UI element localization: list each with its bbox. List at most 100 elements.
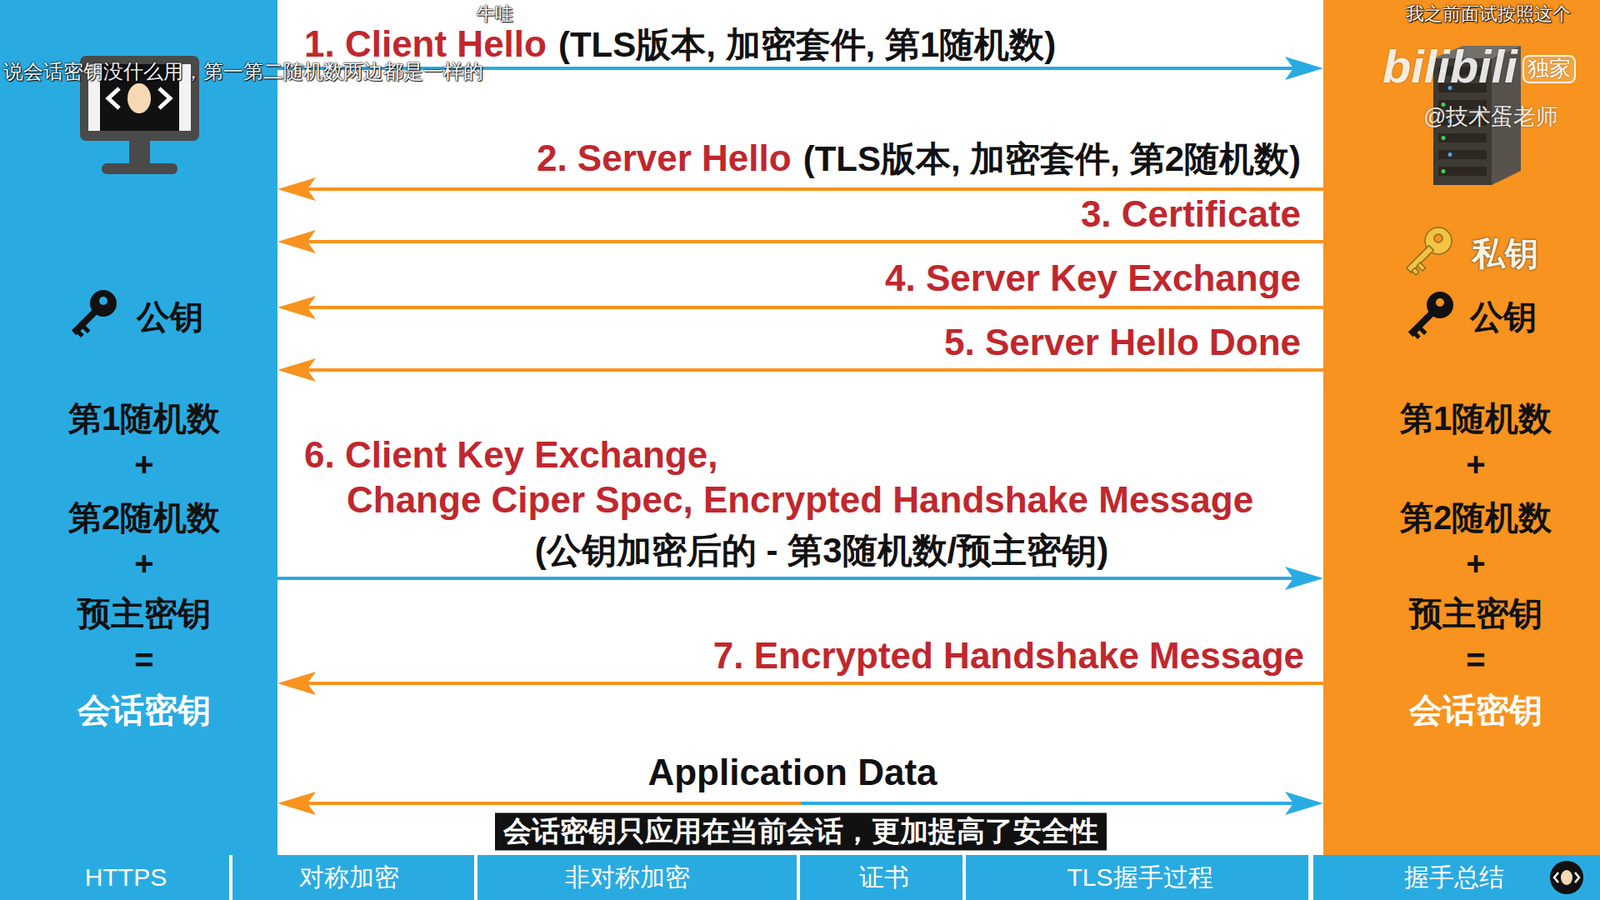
- panel-text: 预主密钥: [77, 594, 211, 633]
- panel-text-slot: 第1随机数: [1400, 399, 1552, 438]
- panel-text-slot: 公钥: [1470, 297, 1537, 336]
- nav-separator: [1308, 855, 1314, 900]
- label-slot: TLS握手过程: [1066, 863, 1213, 893]
- operator-sign: +: [134, 445, 154, 484]
- message-name: Change Ciper Spec, Encrypted Handshake M…: [346, 479, 1254, 522]
- chevron: [1554, 872, 1559, 883]
- panel-text: 第1随机数: [68, 399, 220, 438]
- nav-separator: [962, 855, 966, 900]
- arrow-label-row: 2. Server Hello (TLS版本, 加密套件, 第2随机数): [536, 137, 1301, 180]
- label-slot: @技术蛋老师: [1423, 104, 1559, 130]
- arrow-label-row: 7. Encrypted Handshake Message: [713, 635, 1305, 678]
- monitor-stand: [129, 140, 150, 165]
- operator-sign: =: [1465, 640, 1485, 680]
- chevron: [108, 88, 120, 109]
- server-slot: [1438, 133, 1487, 143]
- panel-text-slot: 预主密钥: [77, 594, 211, 633]
- panel-text-slot: 第2随机数: [68, 498, 220, 537]
- panel-text-slot: 私钥: [1471, 234, 1539, 273]
- panel-text-slot: 第1随机数: [68, 399, 220, 438]
- operator-sign: +: [1465, 544, 1485, 583]
- danmaku-comment: 牛哇: [476, 3, 514, 25]
- arrow-label-row: 4. Server Key Exchange: [885, 257, 1301, 300]
- panel-text: 预主密钥: [1409, 594, 1543, 633]
- panel-text: 私钥: [1471, 234, 1539, 273]
- panel-text-slot: 预主密钥: [1409, 594, 1543, 633]
- server-slot: [1438, 166, 1487, 176]
- arrow-head: [277, 358, 316, 382]
- egg-logo: [1550, 860, 1584, 895]
- arrow-label: 2. Server Hello: [536, 137, 792, 180]
- panel-text-slot: +: [134, 544, 154, 583]
- led: [1441, 169, 1446, 174]
- label-slot: (公钥加密后的 - 第3随机数/预主密钥): [535, 530, 1109, 571]
- panel-text: 公钥: [1470, 297, 1537, 336]
- arrow-line: [307, 681, 1324, 685]
- arrow-label-row: Application Data: [647, 751, 937, 795]
- egg-face: [127, 83, 151, 114]
- nav-background: [0, 855, 1600, 900]
- arrow-label-row: 3. Certificate: [1080, 193, 1301, 236]
- panel-text-slot: 公钥: [136, 297, 204, 336]
- panel-text: 公钥: [136, 297, 204, 336]
- message-detail: (TLS版本, 加密套件, 第2随机数): [803, 139, 1301, 180]
- arrow-head: [1285, 791, 1324, 815]
- arrow-line: [307, 368, 1324, 372]
- panel-text-slot: 第2随机数: [1400, 498, 1552, 537]
- label-slot: bilibili: [1382, 40, 1518, 94]
- chevron: [1575, 872, 1580, 883]
- arrow-label-row: 5. Server Hello Done: [944, 321, 1301, 365]
- operator-sign: +: [134, 544, 154, 583]
- arrow-head: [277, 295, 316, 320]
- server-slot: [1438, 150, 1487, 160]
- panel-text: 第2随机数: [68, 498, 220, 537]
- arrow-head: [277, 177, 316, 201]
- arrow-label-row: 6. Client Key Exchange,: [304, 434, 718, 477]
- monitor-base: [101, 163, 178, 175]
- arrow-line: [307, 240, 1324, 244]
- panel-text-slot: +: [134, 445, 154, 484]
- danmaku-comment: 我之前面试按照这个: [1405, 3, 1571, 25]
- panel-text-slot: +: [1465, 445, 1485, 484]
- arrow-label: 5. Server Hello Done: [944, 321, 1301, 365]
- nav-separator: [474, 855, 478, 900]
- party-panel: 公钥第1随机数 + 第2随机数 + 预主密钥 = 会话密钥: [0, 0, 278, 855]
- public-key-icon: [71, 290, 117, 340]
- arrow-head: [277, 230, 316, 254]
- public-key-icon: [1408, 291, 1454, 342]
- panel-text-slot: +: [1465, 544, 1485, 583]
- chevron: [159, 88, 170, 109]
- arrow-label: Application Data: [647, 751, 937, 795]
- arrow-line: [307, 187, 1324, 191]
- operator-sign: =: [134, 640, 154, 680]
- panel-text: 会话密钥: [1409, 690, 1543, 730]
- egg-logo-disc: [1550, 860, 1584, 895]
- message-detail: (TLS版本, 加密套件, 第1随机数): [558, 25, 1056, 65]
- arrow-head: [1285, 566, 1324, 590]
- message-detail: (公钥加密后的 - 第3随机数/预主密钥): [535, 530, 1109, 571]
- nav-bar: [0, 855, 1600, 900]
- message-arrow: [277, 791, 1324, 815]
- nav-item: 非对称加密: [565, 863, 690, 893]
- arrow-label: 7. Encrypted Handshake Message: [713, 635, 1305, 678]
- arrow-line: [307, 801, 1294, 805]
- danmaku-comment: 说会话密钥没什么用，第一第二随机数两边都是一样的: [3, 60, 484, 84]
- exclusive-badge: 独家: [1522, 55, 1576, 84]
- panel-text: 会话密钥: [77, 690, 211, 730]
- led: [1448, 152, 1453, 157]
- arrow-label: 3. Certificate: [1080, 193, 1301, 236]
- subtitle: 会话密钥只应用在当前会话，更加提高了安全性: [495, 812, 1107, 850]
- label-slot: 对称加密: [299, 863, 400, 893]
- panel-text-slot: 会话密钥: [1409, 690, 1543, 730]
- label-slot: 非对称加密: [565, 863, 690, 893]
- arrow-head: [277, 671, 316, 695]
- message-arrow: [277, 295, 1324, 320]
- panel-text-slot: =: [1465, 640, 1485, 680]
- panel-text-slot: =: [134, 640, 154, 680]
- nav-separator: [229, 855, 233, 900]
- author-watermark: @技术蛋老师: [1423, 104, 1559, 130]
- label-slot: HTTPS: [85, 863, 167, 893]
- label-slot: 说会话密钥没什么用，第一第二随机数两边都是一样的: [3, 60, 484, 84]
- panel-text: 第1随机数: [1400, 399, 1552, 438]
